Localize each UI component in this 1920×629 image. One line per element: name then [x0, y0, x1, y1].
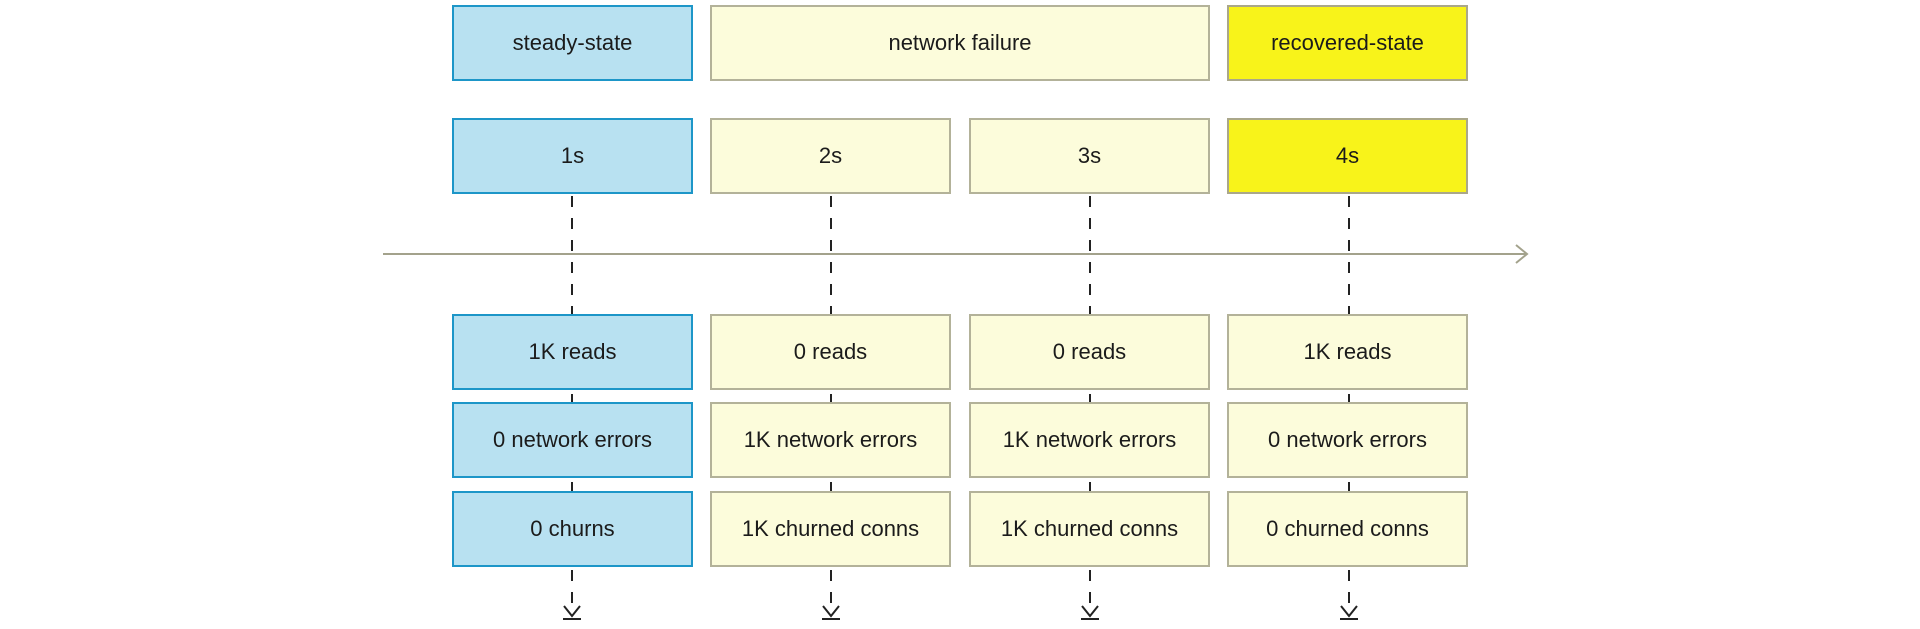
column-3-arrow-icon	[1081, 605, 1099, 618]
time-4s: 4s	[1227, 118, 1468, 194]
time-1s: 1s	[452, 118, 693, 194]
reads-1s: 1K reads	[452, 314, 693, 390]
phase-recovered-state: recovered-state	[1227, 5, 1468, 81]
column-2-arrow-icon	[822, 605, 840, 618]
churn-3s: 1K churned conns	[969, 491, 1210, 567]
reads-4s: 1K reads	[1227, 314, 1468, 390]
errors-1s: 0 network errors	[452, 402, 693, 478]
column-1-arrow-icon	[563, 605, 581, 618]
errors-3s: 1K network errors	[969, 402, 1210, 478]
errors-2s: 1K network errors	[710, 402, 951, 478]
reads-3s: 0 reads	[969, 314, 1210, 390]
timeline-arrowhead-icon	[1515, 244, 1529, 264]
churn-2s: 1K churned conns	[710, 491, 951, 567]
reads-2s: 0 reads	[710, 314, 951, 390]
phase-network-failure: network failure	[710, 5, 1210, 81]
errors-4s: 0 network errors	[1227, 402, 1468, 478]
time-3s: 3s	[969, 118, 1210, 194]
column-4-arrow-icon	[1340, 605, 1358, 618]
churn-1s: 0 churns	[452, 491, 693, 567]
phase-steady-state: steady-state	[452, 5, 693, 81]
time-2s: 2s	[710, 118, 951, 194]
churn-4s: 0 churned conns	[1227, 491, 1468, 567]
